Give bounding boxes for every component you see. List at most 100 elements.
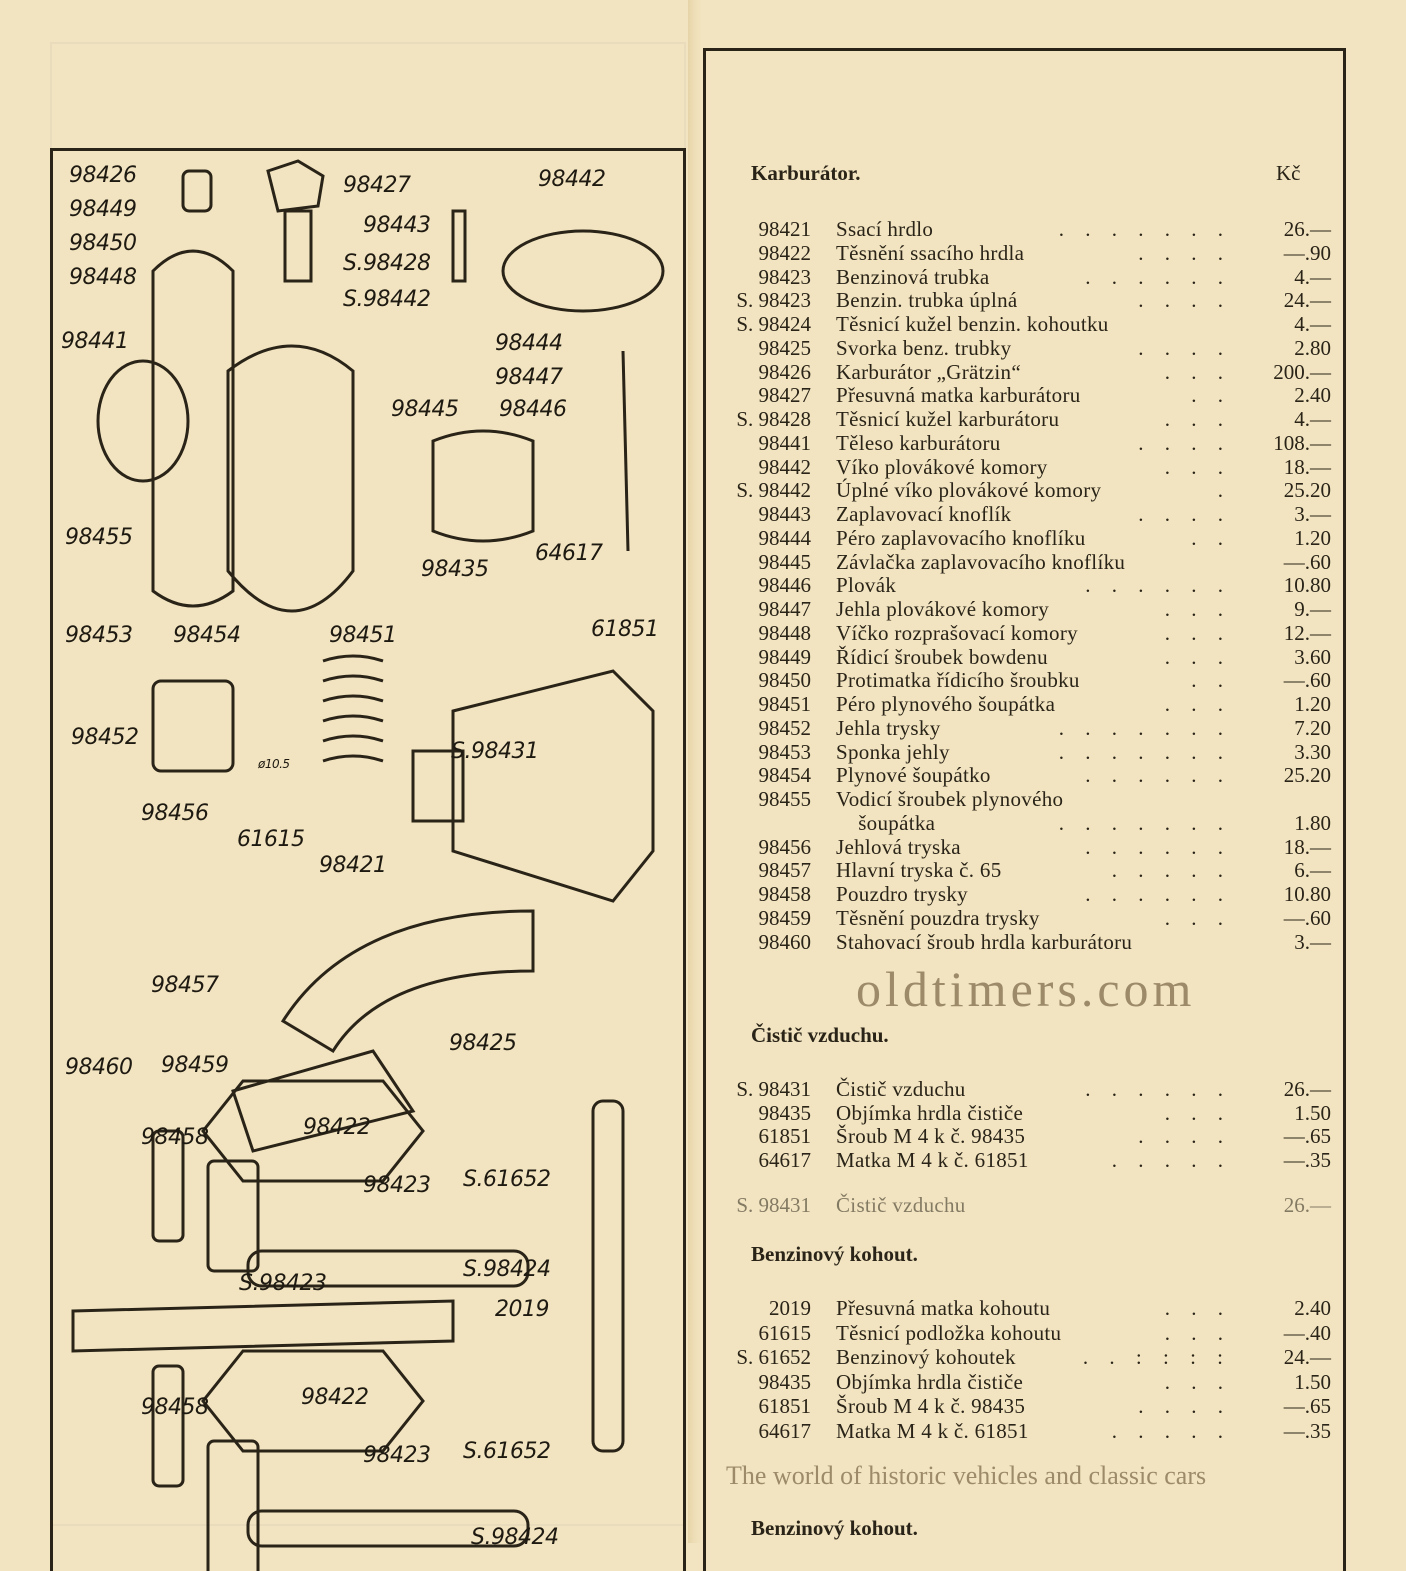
part-description-cell: Pouzdro trysky. . . . . . (836, 882, 1231, 906)
part-desc: Šroub M 4 k č. 98435 (836, 1124, 1026, 1149)
part-callout-label: 98421 (319, 853, 387, 878)
part-dots: . . . . . . . (1058, 217, 1231, 241)
part-price: 24.— (1283, 288, 1331, 313)
part-callout-label: 98459 (161, 1053, 229, 1078)
part-description-cell: Benzinová trubka. . . . . . (836, 265, 1231, 289)
part-price: 3.— (1294, 502, 1331, 526)
part-no: S. 98428 (736, 407, 811, 431)
part-no: 98447 (758, 597, 812, 621)
part-description-cell: Plovák. . . . . . (836, 573, 1231, 597)
part-dots: . . . . (1138, 288, 1231, 313)
part-callout-label: 98435 (421, 557, 489, 582)
part-price: 1.50 (1294, 1100, 1331, 1125)
part-callout-label: 98425 (449, 1031, 517, 1056)
part-dots: . . (1191, 668, 1231, 693)
part-desc: Plynové šoupátko (836, 763, 991, 788)
part-price: 9.— (1294, 597, 1331, 621)
part-description-cell: Šroub M 4 k č. 98435 . . . . (836, 1394, 1231, 1418)
part-desc: Péro plynového šoupátka (836, 692, 1056, 716)
part-desc: Řídicí šroubek bowdenu (836, 644, 1048, 669)
part-callout-label: 98454 (173, 623, 241, 648)
part-no: 98450 (758, 668, 812, 693)
part-no: 98459 (758, 905, 812, 930)
part-description-cell: Ssací hrdlo. . . . . . . (836, 217, 1231, 241)
part-price: —.60 (1283, 905, 1331, 930)
part-description-cell: Zaplavovací knoflík . . . . (836, 502, 1231, 526)
part-description-cell: Stahovací šroub hrdla karburátoru (836, 930, 1231, 954)
part-no: 61615 (758, 1320, 812, 1345)
part-price: 10.80 (1283, 573, 1331, 598)
part-desc: Těsnění pouzdra trysky (836, 905, 1040, 930)
part-no: 98460 (758, 929, 812, 954)
part-no: 98456 (758, 834, 812, 859)
page-fold (688, 0, 702, 1543)
part-dots: . . . . (1138, 502, 1231, 526)
part-dots: . . . (1164, 1100, 1231, 1125)
part-description-cell: Přesuvná matka kohoutu. . . (836, 1296, 1231, 1320)
part-description-cell: Péro plynového šoupátka. . . (836, 692, 1231, 716)
part-dots: . . . . . . . (1058, 739, 1231, 764)
part-no: 98426 (758, 359, 812, 384)
part-dots: . . (1191, 525, 1231, 550)
part-price: 3.— (1294, 929, 1331, 954)
part-description-cell: Přesuvná matka karburátoru. . (836, 383, 1231, 407)
section-title-karburator: Karburátor. (751, 161, 861, 185)
part-no: 2019 (769, 1296, 811, 1320)
section-title-kohout-repeat: Benzinový kohout. (751, 1516, 918, 1540)
part-desc: Víko plovákové komory (836, 454, 1048, 479)
part-no: 98421 (758, 217, 812, 241)
part-description-cell: Vodicí šroubek plynového (836, 787, 1231, 811)
part-description-cell: Šroub M 4 k č. 98435 . . . . (836, 1124, 1231, 1148)
part-description-cell: Jehla trysky. . . . . . . (836, 716, 1231, 740)
part-no: S. 98423 (736, 288, 811, 313)
part-price: 7.20 (1294, 715, 1331, 740)
part-desc: Matka M 4 k č. 61851 (836, 1418, 1029, 1443)
part-dots: . . . . (1138, 430, 1231, 455)
part-dots: . . . . (1138, 1394, 1231, 1418)
part-desc: Jehlová tryska (836, 834, 961, 859)
part-description-cell: Těsnicí podložka kohoutu. . . (836, 1321, 1231, 1345)
part-dots: . . . . . (1111, 1418, 1231, 1443)
part-dots: . . . . . . . (1058, 715, 1231, 740)
part-callout-label: S.98424 (463, 1257, 551, 1282)
part-price: —.60 (1283, 668, 1331, 693)
part-dots: . . . . (1138, 1124, 1231, 1149)
part-description-cell: Péro zaplavovacího knoflíku . . (836, 526, 1231, 550)
part-callout-label: 98455 (65, 525, 133, 550)
part-desc: Vodicí šroubek plynového (836, 787, 1064, 811)
part-dots: . (1217, 478, 1231, 503)
part-desc: Zaplavovací knoflík (836, 502, 1012, 526)
part-desc: Péro zaplavovacího knoflíku (836, 525, 1086, 550)
part-price: 18.— (1283, 454, 1331, 479)
part-price: 25.20 (1283, 478, 1331, 503)
part-price: —.35 (1283, 1418, 1331, 1443)
part-desc: Svorka benz. trubky (836, 335, 1012, 360)
part-desc: Těsnění ssacího hrdla (836, 240, 1025, 265)
part-desc: Těsnicí podložka kohoutu (836, 1320, 1062, 1345)
part-desc: Karburátor „Grätzin“ (836, 359, 1021, 384)
part-dots (1125, 550, 1231, 574)
part-desc: Šroub M 4 k č. 98435 (836, 1394, 1026, 1418)
part-no: 98422 (758, 240, 812, 265)
part-description-cell: Objímka hrdla čističe. . . (836, 1101, 1231, 1125)
part-callout-label: 61615 (237, 827, 305, 852)
part-price: 3.60 (1294, 644, 1331, 669)
part-price: 24.— (1283, 1345, 1331, 1369)
part-price: —.60 (1283, 549, 1331, 574)
part-description-cell: Čistič vzduchu. . . . . . (836, 1077, 1231, 1101)
part-dots: . . . . . . . (1058, 810, 1231, 835)
